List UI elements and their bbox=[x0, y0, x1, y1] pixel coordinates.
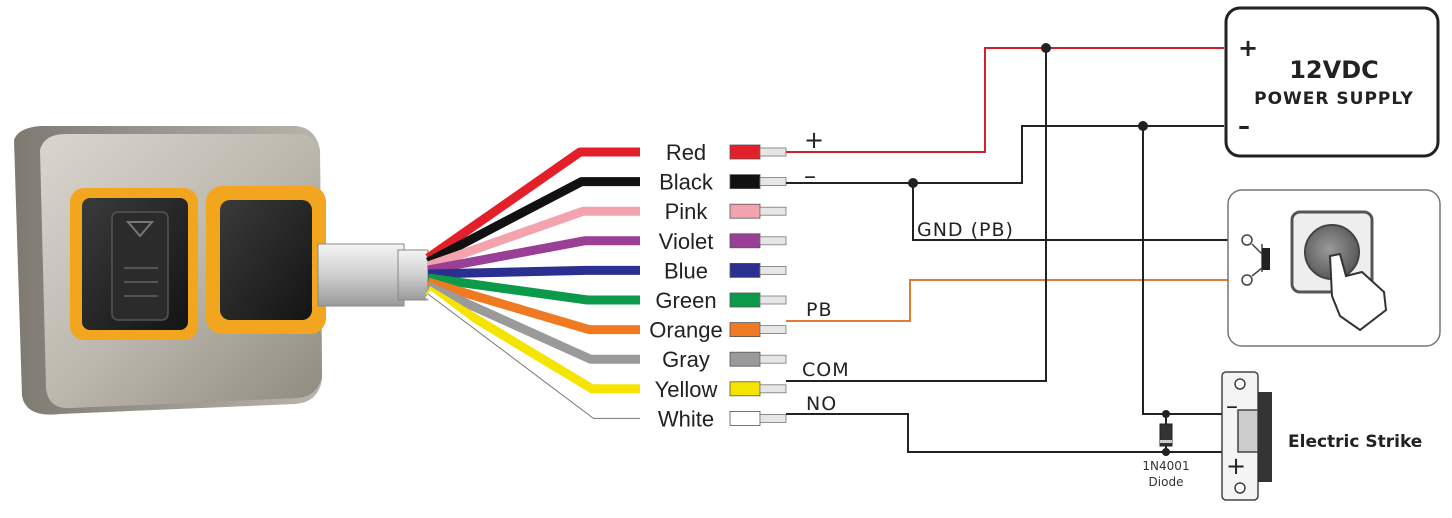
cable bbox=[317, 243, 429, 307]
wire-label-white: White bbox=[658, 406, 714, 431]
circuit bbox=[786, 43, 1232, 456]
wire-sleeve-red bbox=[729, 144, 761, 160]
gnd-pb-label: GND (PB) bbox=[917, 219, 1014, 241]
wire-sleeve-green bbox=[729, 292, 761, 308]
strike-label: Electric Strike bbox=[1288, 432, 1422, 452]
wire-lead-pink bbox=[759, 206, 787, 216]
wire-label-red: Red bbox=[666, 140, 706, 165]
wire-sleeve-blue bbox=[729, 262, 761, 278]
wire-blue bbox=[427, 265, 640, 279]
cable-end bbox=[397, 249, 429, 301]
wire-lead-yellow bbox=[759, 384, 787, 394]
finger-arrow-icon bbox=[125, 221, 155, 238]
switch-actuator bbox=[1262, 248, 1270, 270]
wire-lead-blue bbox=[759, 265, 787, 275]
power-supply-title: 12VDC bbox=[1289, 56, 1379, 84]
wire-outline bbox=[427, 293, 640, 419]
electric-strike: – + Electric Strike bbox=[1221, 371, 1422, 501]
wire-label-violet: Violet bbox=[659, 229, 714, 254]
strike-minus-line bbox=[1142, 126, 1226, 415]
wire-green bbox=[427, 273, 640, 305]
wire-label-gray: Gray bbox=[662, 347, 710, 372]
exit-button bbox=[1227, 189, 1441, 347]
com-label: COM bbox=[802, 359, 850, 381]
diode: 1N4001 Diode bbox=[1142, 423, 1190, 489]
wire-lead-violet bbox=[759, 236, 787, 246]
wire-label-pink: Pink bbox=[665, 199, 709, 224]
cable-jacket bbox=[317, 243, 405, 307]
wire-label-yellow: Yellow bbox=[655, 377, 718, 402]
wire-sleeve-orange bbox=[729, 322, 761, 338]
plus-sign: + bbox=[804, 126, 824, 154]
com-line bbox=[786, 48, 1047, 382]
wire-sleeve-black bbox=[729, 174, 761, 190]
wire-label-green: Green bbox=[655, 288, 716, 313]
wire-sleeve-gray bbox=[729, 351, 761, 367]
power-supply-minus: – bbox=[1238, 112, 1250, 140]
switch-contact-top bbox=[1241, 234, 1253, 246]
wire-sleeve-violet bbox=[729, 233, 761, 249]
no-label: NO bbox=[806, 393, 837, 415]
wire-lead-black bbox=[759, 177, 787, 187]
junction-diode-top bbox=[1162, 410, 1170, 418]
wire-sleeve-pink bbox=[729, 203, 761, 219]
junction-plus bbox=[1041, 43, 1051, 53]
strike-keeper bbox=[1237, 409, 1259, 453]
wire-label-orange: Orange bbox=[649, 318, 722, 343]
fingerprint-slot bbox=[111, 211, 169, 321]
wire-red bbox=[425, 147, 640, 262]
wire-sleeve-white bbox=[729, 410, 761, 426]
plus-line bbox=[786, 47, 1224, 153]
wire-lead-orange bbox=[759, 325, 787, 335]
power-supply-plus: + bbox=[1238, 34, 1258, 62]
power-supply-subtitle: POWER SUPPLY bbox=[1254, 89, 1414, 109]
wire-yellow bbox=[425, 286, 640, 394]
wire-fan: RedBlackPinkVioletBlueGreenOrangeGrayYel… bbox=[425, 140, 787, 431]
wire-gray bbox=[426, 281, 640, 364]
wire-lead-white bbox=[759, 413, 787, 423]
wire-label-black: Black bbox=[659, 170, 714, 195]
fingerprint-reader bbox=[14, 126, 326, 415]
wire-pink bbox=[426, 206, 640, 271]
wire-label-blue: Blue bbox=[664, 258, 708, 283]
diode-label: Diode bbox=[1149, 475, 1184, 489]
gnd-pb-line bbox=[912, 183, 1232, 241]
wire-sleeve-yellow bbox=[729, 381, 761, 397]
wire-violet bbox=[427, 236, 640, 275]
wire-orange bbox=[426, 277, 640, 335]
wire-lead-gray bbox=[759, 354, 787, 364]
strike-plus: + bbox=[1226, 452, 1246, 480]
hand-icon bbox=[1328, 252, 1388, 332]
wire-lead-red bbox=[759, 147, 787, 157]
wire-black bbox=[425, 177, 640, 266]
switch-contact-bottom bbox=[1241, 274, 1253, 286]
strike-body bbox=[1258, 392, 1272, 482]
pb-label: PB bbox=[806, 299, 833, 321]
junction-diode-bottom bbox=[1162, 448, 1170, 456]
card-reader-pad bbox=[220, 200, 312, 320]
power-supply: 12VDC POWER SUPPLY + – bbox=[1224, 6, 1440, 158]
minus-line bbox=[786, 125, 1224, 184]
minus-sign: – bbox=[804, 162, 816, 190]
pb-line bbox=[786, 279, 1232, 322]
no-line bbox=[786, 413, 1226, 453]
junction-minus bbox=[1138, 121, 1148, 131]
diode-part: 1N4001 bbox=[1142, 459, 1189, 473]
junction-gnd bbox=[908, 178, 918, 188]
wire-lead-green bbox=[759, 295, 787, 305]
strike-minus: – bbox=[1226, 392, 1238, 420]
power-supply-box bbox=[1224, 6, 1440, 158]
